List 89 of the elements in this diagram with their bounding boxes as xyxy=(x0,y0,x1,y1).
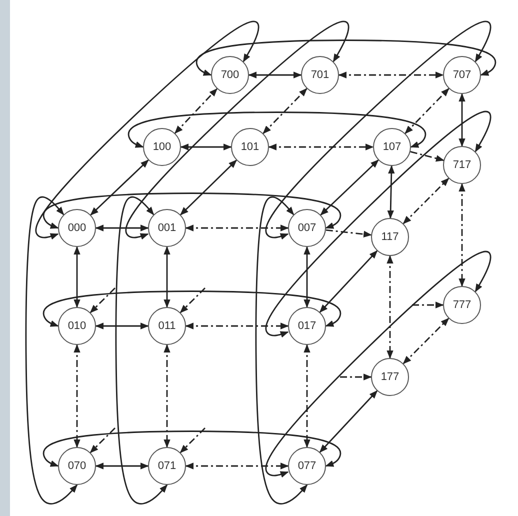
arrow xyxy=(180,288,206,314)
arrow xyxy=(174,88,218,134)
arrow xyxy=(338,72,444,78)
state-circle xyxy=(58,209,96,247)
arrow xyxy=(95,462,149,470)
arrow xyxy=(402,318,450,364)
arrow xyxy=(387,165,395,219)
state-label: 077 xyxy=(298,460,316,472)
arrow xyxy=(95,322,149,330)
arrow xyxy=(319,250,378,313)
state-circle xyxy=(288,209,326,247)
arrow xyxy=(74,344,80,448)
state-circle xyxy=(143,128,181,166)
arrow xyxy=(185,224,289,232)
arrow xyxy=(35,20,260,240)
arrow xyxy=(386,255,394,359)
arrow xyxy=(458,93,466,147)
state-label: 007 xyxy=(298,222,316,234)
state-circle xyxy=(301,56,339,94)
state-label: 001 xyxy=(158,222,176,234)
state-label: 117 xyxy=(381,231,399,243)
arrow xyxy=(164,344,170,448)
state-label: 100 xyxy=(152,141,172,153)
arrow xyxy=(196,40,496,76)
arrow xyxy=(185,462,289,470)
arrow xyxy=(180,160,237,216)
state-circle xyxy=(148,447,186,485)
arrow xyxy=(410,151,444,162)
state-label: 101 xyxy=(240,141,260,153)
state-label: 717 xyxy=(452,159,472,171)
arrow xyxy=(326,229,372,238)
state-label: 071 xyxy=(158,460,176,472)
state-label: 777 xyxy=(452,299,472,311)
state-circle xyxy=(148,307,186,345)
state-label: 010 xyxy=(68,320,86,332)
arrow xyxy=(125,20,350,240)
state-label: 177 xyxy=(380,371,400,383)
arrow xyxy=(268,144,374,150)
arrow xyxy=(304,344,310,448)
state-circle xyxy=(58,307,96,345)
arrow xyxy=(265,20,492,240)
arrow xyxy=(265,111,492,338)
state-label: 707 xyxy=(452,69,472,81)
arrow xyxy=(95,224,149,232)
arrow xyxy=(458,183,466,287)
arrow xyxy=(74,246,80,308)
arrow xyxy=(180,428,206,454)
state-circle xyxy=(211,56,249,94)
arrow xyxy=(164,246,170,308)
arrow xyxy=(90,160,149,216)
state-circle xyxy=(288,307,326,345)
state-label: 000 xyxy=(68,222,86,234)
arrow xyxy=(404,88,450,134)
arrow xyxy=(43,290,341,327)
state-circle xyxy=(148,209,186,247)
state-circle xyxy=(443,56,481,94)
state-label: 700 xyxy=(220,69,240,81)
state-circle xyxy=(443,286,481,324)
arrow xyxy=(340,374,372,380)
arrow xyxy=(320,160,379,216)
arrow xyxy=(43,430,341,467)
state-label: 107 xyxy=(382,141,402,153)
state-label: 070 xyxy=(68,460,86,472)
arrow xyxy=(248,72,302,78)
arrow xyxy=(304,246,310,308)
arrow xyxy=(128,112,426,148)
state-label: 701 xyxy=(310,69,330,81)
arrow xyxy=(185,322,289,330)
state-circle xyxy=(371,358,409,396)
state-circle xyxy=(443,146,481,184)
arrow xyxy=(115,196,168,504)
state-circle xyxy=(373,128,411,166)
arrow xyxy=(180,144,232,150)
arrow xyxy=(43,192,341,229)
state-circle xyxy=(231,128,269,166)
state-circle xyxy=(371,218,409,256)
arrow xyxy=(319,390,378,453)
arrow xyxy=(265,251,492,478)
state-circle xyxy=(58,447,96,485)
arrow xyxy=(412,302,444,308)
arrow xyxy=(402,178,450,224)
state-label: 011 xyxy=(158,320,176,332)
arrow xyxy=(90,288,116,314)
arrow xyxy=(25,196,78,504)
state-label: 017 xyxy=(298,320,316,332)
arrow xyxy=(255,196,308,504)
arrow xyxy=(90,428,116,454)
state-circle xyxy=(288,447,326,485)
arrow xyxy=(262,88,308,134)
